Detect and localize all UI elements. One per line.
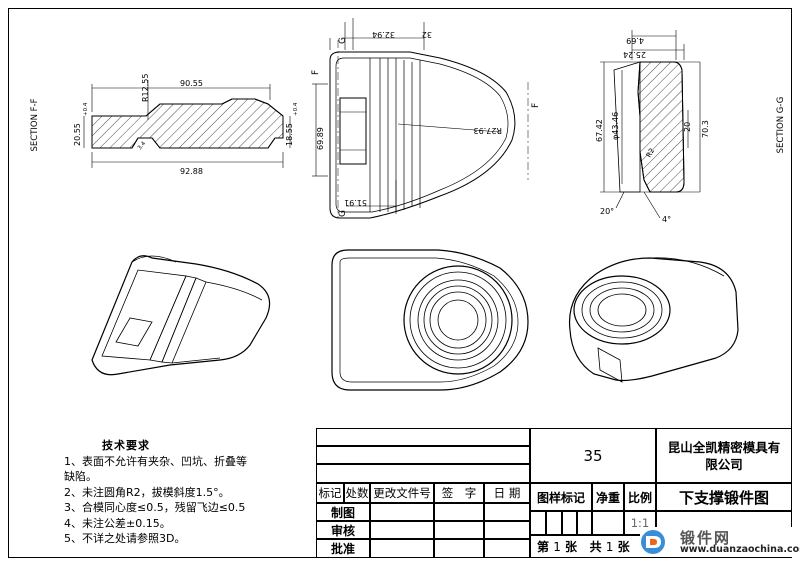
row-draw: 制图 <box>316 503 370 521</box>
section-ff-view <box>83 80 291 168</box>
dim-gg-d1: 67.42 <box>595 119 604 142</box>
grid-cell <box>316 446 530 464</box>
g-label-bottom: G <box>338 210 348 217</box>
grid-cell <box>530 511 546 535</box>
dim-gg-d2: φ43.46 <box>611 112 620 140</box>
total-number: 1 <box>605 539 614 554</box>
title-block: 标记 处数 更改文件号 签 字 日 期 制图 审核 批准 35 图样标记 净重 … <box>316 428 792 558</box>
dim-gg-top1: 4.69 <box>626 36 644 45</box>
part-name: 下支撑锻件图 <box>656 483 792 511</box>
total-prefix: 共 <box>589 540 602 554</box>
grid-cell <box>434 521 484 539</box>
dim-ff-small: 3.4 <box>137 140 148 151</box>
watermark: 锻件网 www.duanzaochina.com <box>640 527 800 557</box>
dim-gg-h1: 20 <box>683 122 692 132</box>
header-mark: 标记 <box>316 483 344 503</box>
row-approve: 批准 <box>316 539 370 558</box>
dim-plan-height: 69.89 <box>316 127 325 150</box>
tech-line: 5、不详之处请参照3D。 <box>64 532 186 545</box>
header-scale: 比例 <box>624 483 656 511</box>
tech-line: 1、表面不允许有夹杂、凹坑、折叠等 <box>64 454 247 468</box>
tech-title: 技术要求 <box>102 439 150 452</box>
dim-gg-r1: R2 <box>645 147 657 159</box>
grid-cell <box>316 428 530 446</box>
section-gg-view <box>600 30 701 219</box>
dim-ff-width-top: 90.55 <box>180 79 203 88</box>
dim-gg-angle2: 4° <box>662 215 671 224</box>
dim-ff-width-bottom: 92.88 <box>180 167 203 176</box>
header-weight: 净重 <box>592 483 624 511</box>
grid-cell <box>484 521 530 539</box>
dim-ff-right-tol: +0.4 <box>293 102 299 116</box>
iso-view-right <box>568 257 739 383</box>
grid-cell <box>546 511 562 535</box>
tech-requirements: 技术要求 1、表面不允许有夹杂、凹坑、折叠等 缺陷。 2、未注圆角R2，拔模斜度… <box>64 438 314 547</box>
grid-cell <box>484 539 530 558</box>
f-label-left: F <box>311 70 321 75</box>
dim-plan-top1: 32.94 <box>372 30 395 39</box>
grid-cell <box>577 511 592 535</box>
f-label-right: F <box>531 103 541 108</box>
dim-ff-radius: R12.55 <box>141 74 150 102</box>
dim-ff-right-h: 18.55 <box>285 123 294 146</box>
dim-ff-left-h: 20.55 <box>73 123 82 146</box>
grid-cell <box>562 511 577 535</box>
grid-cell <box>370 503 434 521</box>
header-qty: 处数 <box>344 483 370 503</box>
sheet-prefix: 第 <box>537 540 550 554</box>
sheet-number: 1 <box>553 539 561 554</box>
watermark-text: 锻件网 <box>680 529 732 547</box>
dim-plan-radius: R27.93 <box>474 126 502 135</box>
dim-gg-top2: 25.24 <box>623 50 646 59</box>
dim-plan-top2: 32 <box>422 30 432 39</box>
watermark-logo-icon <box>641 530 665 554</box>
tech-line: 2、未注圆角R2，拔模斜度1.5°。 <box>64 485 230 499</box>
tech-line: 3、合模同心度≤0.5，残留飞边≤0.5 <box>64 501 246 514</box>
dim-ff-left-tol: +0.4 <box>83 102 89 116</box>
material-no: 35 <box>530 428 656 483</box>
watermark-url: www.duanzaochina.com <box>680 544 800 555</box>
tech-line: 4、未注公差±0.15。 <box>64 516 171 530</box>
dim-gg-angle1: 20° <box>600 207 614 216</box>
header-date: 日 期 <box>484 483 530 503</box>
grid-cell <box>370 539 434 558</box>
header-change: 更改文件号 <box>370 483 434 503</box>
header-pattern: 图样标记 <box>530 483 592 511</box>
grid-cell <box>592 511 624 535</box>
row-check: 审核 <box>316 521 370 539</box>
section-gg-label: SECTION G-G <box>776 97 786 154</box>
g-label-top: G <box>338 37 348 44</box>
dim-plan-bottom: 51.91 <box>344 198 367 207</box>
grid-cell <box>434 539 484 558</box>
sheet-unit: 张 <box>565 540 578 554</box>
grid-cell <box>316 464 530 483</box>
header-sign: 签 字 <box>434 483 484 503</box>
plan-view <box>312 18 529 219</box>
tech-line: 缺陷。 <box>64 470 97 483</box>
grid-cell <box>434 503 484 521</box>
iso-view-center <box>331 249 529 391</box>
grid-cell <box>484 503 530 521</box>
dim-gg-h2: 70.3 <box>701 120 710 138</box>
iso-view-left <box>91 255 271 376</box>
section-ff-label: SECTION F-F <box>30 98 40 151</box>
total-unit: 张 <box>617 540 630 554</box>
sheet-info: 第 1 张 共 1 张 <box>530 535 656 558</box>
grid-cell <box>370 521 434 539</box>
company-name: 昆山全凯精密模具有限公司 <box>656 428 792 483</box>
